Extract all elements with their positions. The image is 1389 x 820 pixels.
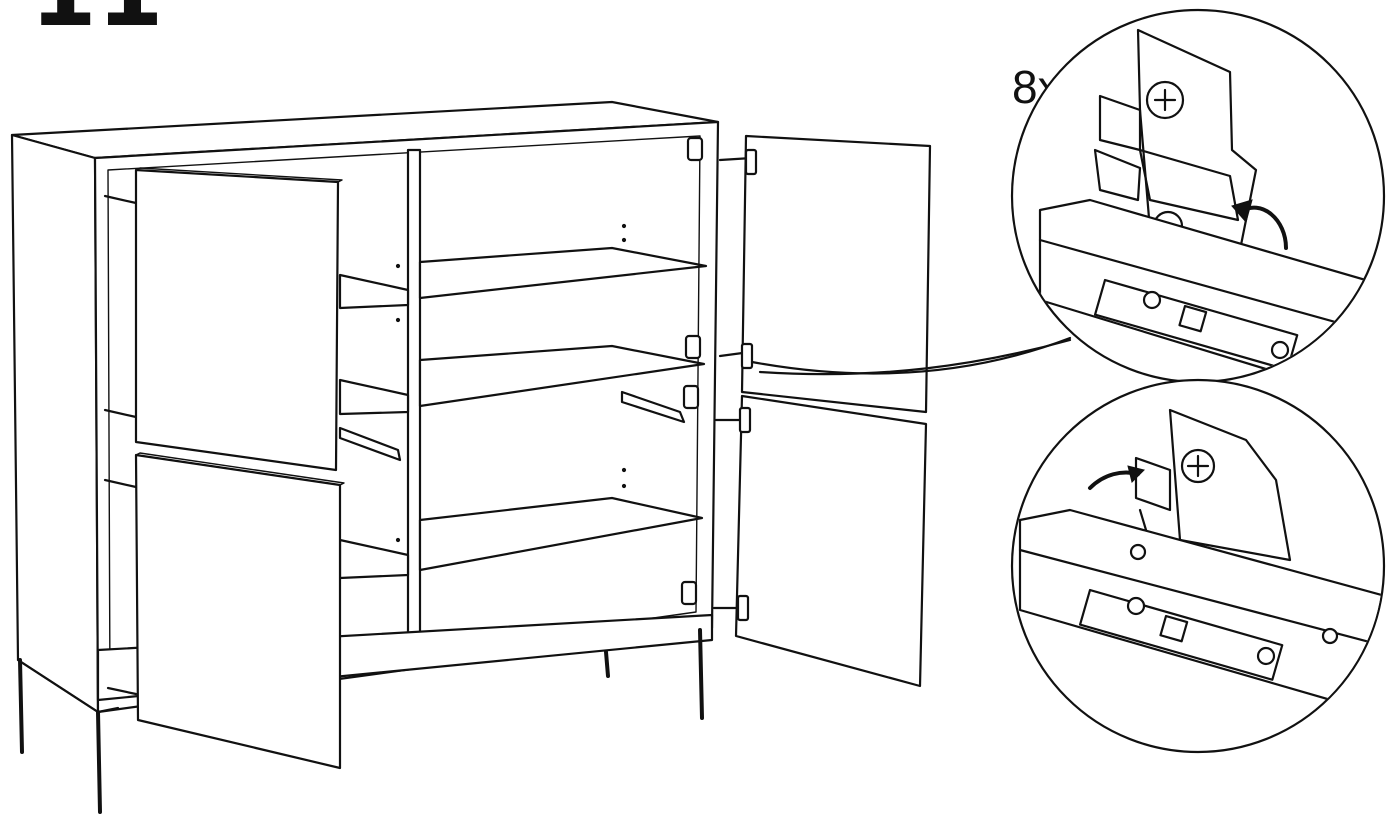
leg-back-left <box>18 658 24 754</box>
callout-leader-2 <box>758 338 1072 376</box>
door-lower-left-edge <box>135 452 345 486</box>
door-lower-left <box>134 453 342 770</box>
leg-front-left <box>96 710 102 814</box>
cabinet-hinge-plates <box>680 136 704 606</box>
door-upper-left-edge <box>135 167 343 183</box>
cabinet-back-panel <box>107 135 701 696</box>
leg-back-right <box>604 650 610 678</box>
shelf-left-1 <box>338 273 410 310</box>
arrow-head-bottom <box>1127 465 1145 483</box>
door-lower-right <box>734 394 928 688</box>
shelf-right-1 <box>418 246 708 300</box>
left-hinge-screws <box>103 194 138 696</box>
shelf-right-3 <box>418 496 704 572</box>
hinge-detail-closed <box>1010 378 1386 754</box>
runner-left <box>338 426 402 462</box>
hinge-detail-open <box>1010 8 1386 384</box>
shelf-pin-holes <box>395 223 627 543</box>
cabinet-left-side <box>10 133 100 714</box>
leg-front-right <box>698 628 704 720</box>
cabinet-divider <box>406 148 422 662</box>
step-number: 11 <box>30 0 164 40</box>
shelf-right-2 <box>418 344 706 408</box>
shelf-left-2 <box>338 378 410 416</box>
door-hinges-right <box>712 148 758 622</box>
runner-right <box>620 390 686 424</box>
door-edge-bottom <box>1018 508 1383 722</box>
hinge-arm-bottom <box>1168 408 1292 562</box>
leg-rail <box>16 658 120 714</box>
door-upper-right <box>740 134 932 414</box>
cabinet-illustration <box>10 100 932 814</box>
arrow-head-top <box>1231 199 1253 224</box>
callout-leader <box>750 336 1072 375</box>
door-upper-left <box>134 168 340 472</box>
